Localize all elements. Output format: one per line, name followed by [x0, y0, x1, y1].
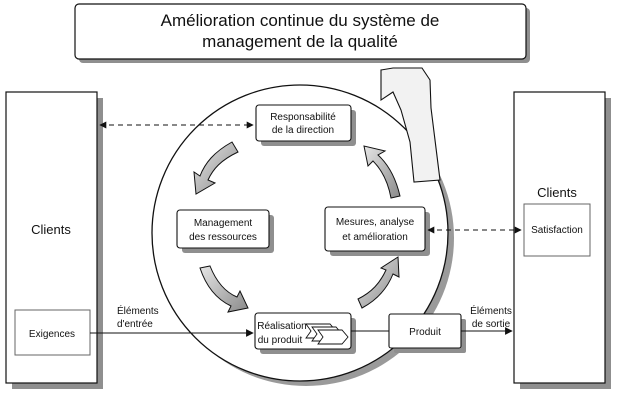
title-line-2: management de la qualité [202, 32, 398, 51]
cycle-arrow-bottom-right [357, 256, 400, 309]
measurement-line-2: et amélioration [342, 232, 408, 243]
cycle-arrows [193, 141, 401, 313]
responsibility-line-1: Responsabilité [270, 112, 336, 123]
cycle-arrow-bottom-left [199, 265, 249, 313]
outputs-label-line-2: de sortie [472, 319, 511, 330]
satisfaction-label: Satisfaction [531, 225, 583, 236]
right-clients-heading: Clients [537, 185, 577, 200]
cycle-arrow-top-left [193, 141, 239, 195]
cycle-arrow-top-right [363, 145, 401, 199]
resources-box [176, 209, 270, 249]
left-clients-heading: Clients [31, 222, 71, 237]
realisation-line-2: du produit [258, 335, 303, 346]
title-banner [74, 3, 527, 60]
title-line-1: Amélioration continue du système de [161, 11, 440, 30]
realisation-line-1: Réalisation [257, 321, 306, 332]
measurement-line-1: Mesures, analyse [336, 217, 415, 228]
outputs-label-line-1: Éléments [470, 304, 512, 317]
improvement-up-arrow [380, 67, 441, 183]
measurement-box [324, 206, 426, 252]
responsibility-box [255, 104, 352, 142]
resources-line-2: des ressources [189, 232, 257, 243]
inputs-label-line-1: Éléments [117, 304, 159, 317]
process-chevrons-icon [305, 323, 349, 345]
inputs-label-line-2: d'entrée [117, 319, 153, 330]
responsibility-line-2: de la direction [272, 125, 334, 136]
requirements-box [14, 309, 91, 356]
resources-line-1: Management [194, 218, 253, 229]
product-label: Produit [409, 327, 441, 338]
satisfaction-box [523, 203, 591, 257]
requirements-label: Exigences [29, 329, 75, 340]
